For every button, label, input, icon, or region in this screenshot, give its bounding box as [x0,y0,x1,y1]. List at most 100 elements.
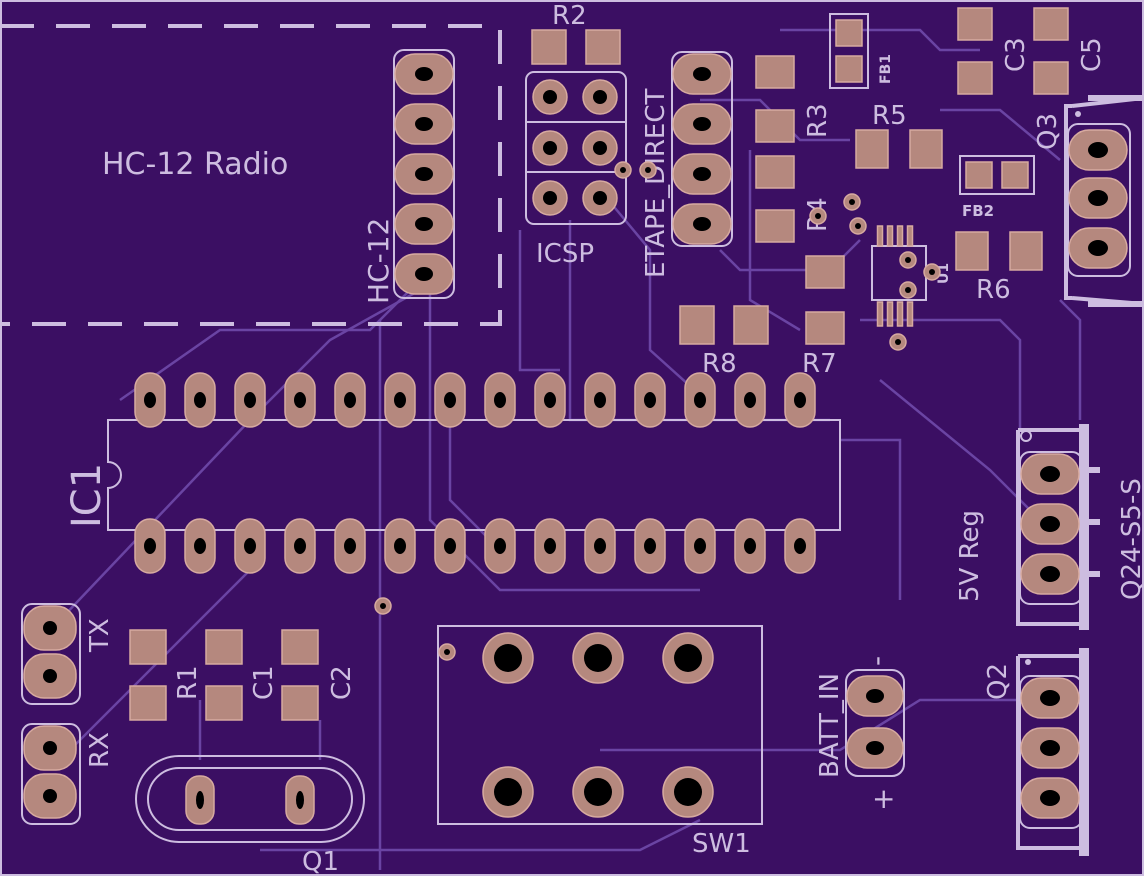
q2-pin-3 [1020,777,1080,819]
hc12-pin-2 [394,103,454,145]
c5-label: C5 [1077,37,1107,72]
etape-pin-3 [672,153,732,195]
r8-pad-2 [733,305,769,345]
q2-pin-1 [1020,677,1080,719]
ic1-label: IC1 [64,463,110,528]
ic1-pin-bottom-14 [784,518,816,574]
c3-label: C3 [1001,37,1031,72]
reg-5v [1016,424,1100,630]
fb2 [959,155,1035,195]
u1-pin-bottom-2 [886,301,894,327]
r8-label: R8 [702,349,737,379]
ic1-pin-bottom-11 [634,518,666,574]
sw1-pin-5 [572,766,624,818]
q3-regulator [1064,95,1144,307]
c1-label: C1 [249,665,279,700]
u1-pin-top-3 [896,225,904,247]
ic1-pin-bottom-8 [484,518,516,574]
c1-pad-1 [205,629,243,665]
r5-label: R5 [872,101,907,131]
sw1-pin-3 [662,632,714,684]
r2-pad-2 [585,29,621,65]
sw1-label: SW1 [692,829,751,859]
hc12-label: HC-12 [362,218,395,304]
c2-label: C2 [327,665,357,700]
q2-regulator [1016,648,1089,856]
ic1-pin-top-6 [384,372,416,428]
icsp-pin-3 [532,130,568,166]
etape-pin-2 [672,103,732,145]
icsp-pin-6 [582,180,618,216]
tx-header [21,603,81,705]
tx-label: TX [85,618,115,653]
c5-pad-1 [1033,7,1069,41]
ic1-pin-top-4 [284,372,316,428]
r6-label: R6 [976,275,1011,305]
r5-pad-1 [855,129,889,169]
r4-pad-1 [755,155,795,189]
sw1-switch [437,625,763,825]
icsp-pin-1 [532,79,568,115]
r7-pad-2 [805,311,845,345]
ic1-pin-bottom-4 [284,518,316,574]
sw1-pin-2 [572,632,624,684]
q1-crystal [135,755,365,843]
u1-label: U1 [936,263,952,284]
hc12-pin-1 [394,53,454,95]
icsp-pin-2 [582,79,618,115]
ic1-pin-top-3 [234,372,266,428]
fb2-label: FB2 [962,202,994,220]
q3-pin-3 [1068,227,1128,269]
r2-pad-1 [531,29,567,65]
ic1-pin-top-7 [434,372,466,428]
r3-pad-1 [755,55,795,89]
u1-pin-bottom-3 [896,301,904,327]
q3-label: Q3 [1033,113,1063,150]
ic1-pin-bottom-12 [684,518,716,574]
reg-5v-pin-2 [1020,503,1080,545]
icsp-header [525,71,627,225]
etape-header [671,51,733,247]
rx-header [21,723,81,825]
r3-label: R3 [803,103,833,138]
r6-pad-2 [1009,231,1043,271]
r2-label: R2 [552,1,587,31]
fb1 [829,13,869,89]
r3-pad-2 [755,109,795,143]
r7-pad-1 [805,255,845,289]
reg-5v-pin-1 [1020,453,1080,495]
ic1-chip [107,372,841,574]
ic1-pin-bottom-6 [384,518,416,574]
batt-in-connector [845,669,905,777]
fb1-label: FB1 [878,54,894,84]
icsp-label: ICSP [536,239,594,269]
r4-pad-2 [755,209,795,243]
batt-in-pin-1 [846,675,904,717]
ic1-pin-bottom-3 [234,518,266,574]
r8-pad-1 [679,305,715,345]
q1-label: Q1 [302,847,339,876]
ic1-pin-top-13 [734,372,766,428]
r7-label: R7 [802,349,837,379]
u1-pin-top-2 [886,225,894,247]
batt-plus-label: + [872,782,895,815]
c2-pad-1 [281,629,319,665]
q3-pin-2 [1068,177,1128,219]
icsp-pin-4 [582,130,618,166]
r1-label: R1 [173,665,203,700]
q24-label: Q24-S5-S [1117,478,1144,600]
ic1-pin-bottom-13 [734,518,766,574]
c5-pad-2 [1033,61,1069,95]
r1-pad-1 [129,629,167,665]
ic1-pin-bottom-1 [134,518,166,574]
sw1-pin-4 [482,766,534,818]
sw1-pin-6 [662,766,714,818]
c2-pad-2 [281,685,319,721]
batt-minus-label: - [860,656,893,666]
u1-pin-top-4 [906,225,914,247]
reg-5v-label: 5V Reg [955,510,985,602]
hc12-pin-3 [394,153,454,195]
ic1-pin-bottom-5 [334,518,366,574]
c3-pad-2 [957,61,993,95]
